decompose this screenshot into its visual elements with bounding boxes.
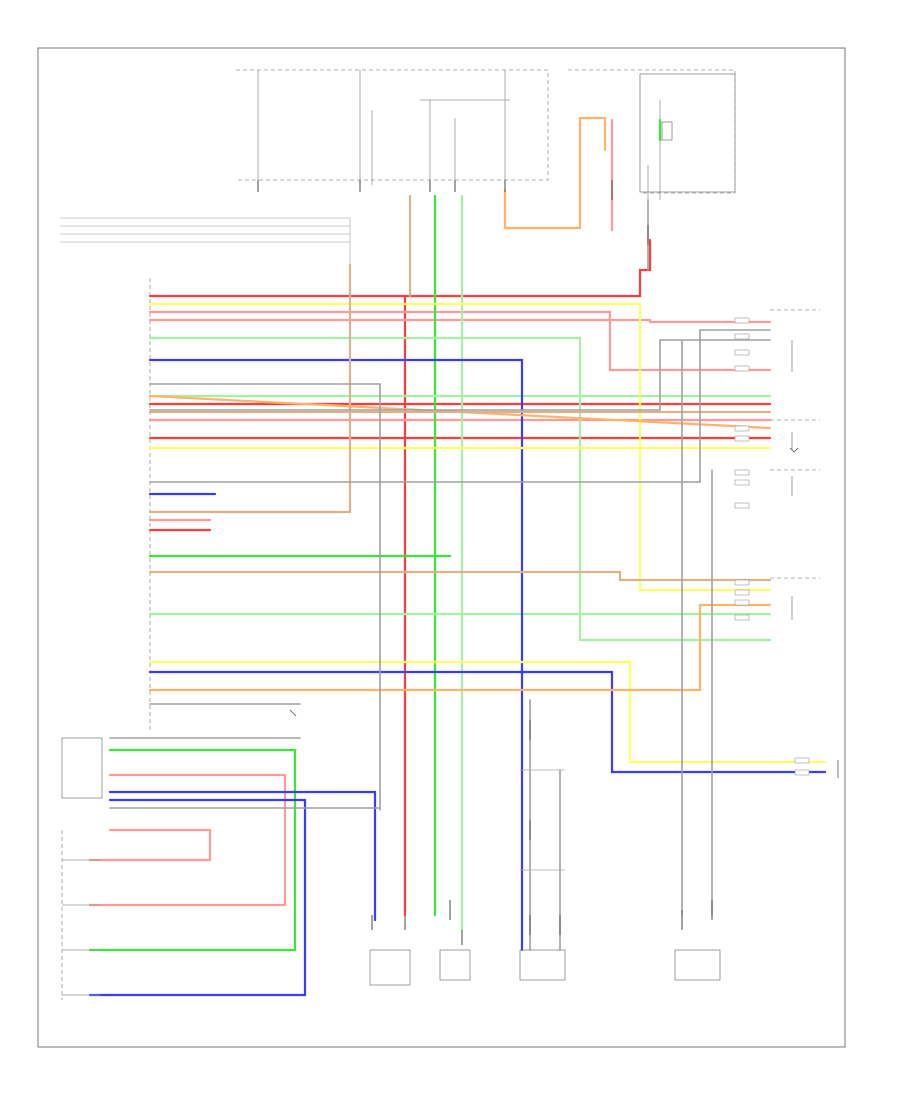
wire-tan-2 <box>148 263 352 514</box>
terminal-symbols <box>289 447 839 778</box>
diagram-frame <box>37 47 846 1048</box>
right-component <box>674 949 721 981</box>
wire-pink-1 <box>148 310 772 372</box>
wire-lightgreen-1 <box>148 336 772 642</box>
wire-blue-1 <box>148 358 524 952</box>
wire-pink-6 <box>88 828 212 862</box>
center-component <box>439 949 471 981</box>
bottom-components <box>61 180 721 1000</box>
wire-gray-6 <box>149 339 771 411</box>
center-right-component <box>519 949 566 981</box>
wire-harness <box>88 116 827 997</box>
pin-boxes <box>734 317 810 776</box>
wire-red-1 <box>148 238 652 298</box>
wire-pink-5 <box>88 773 287 907</box>
left-sensor-component <box>61 737 103 799</box>
wire-blue-4 <box>108 790 377 922</box>
wire-pink-2 <box>148 318 772 324</box>
wire-yellow-2 <box>148 660 827 764</box>
wire-blue-5 <box>88 798 307 997</box>
upper-left-wire-stack <box>60 217 351 265</box>
center-left-component <box>369 949 411 986</box>
wire-blue-3 <box>148 670 827 774</box>
power-distribution-box <box>236 69 736 200</box>
wire-green-3 <box>88 748 297 952</box>
right-connector-group <box>770 309 820 620</box>
wire-gray-1 <box>149 383 381 811</box>
wire-orange-3 <box>503 116 607 230</box>
wire-gray-5 <box>149 329 771 483</box>
wire-orange-2 <box>148 603 772 692</box>
wire-tan-3 <box>148 570 772 582</box>
wire-yellow-3 <box>148 302 772 592</box>
